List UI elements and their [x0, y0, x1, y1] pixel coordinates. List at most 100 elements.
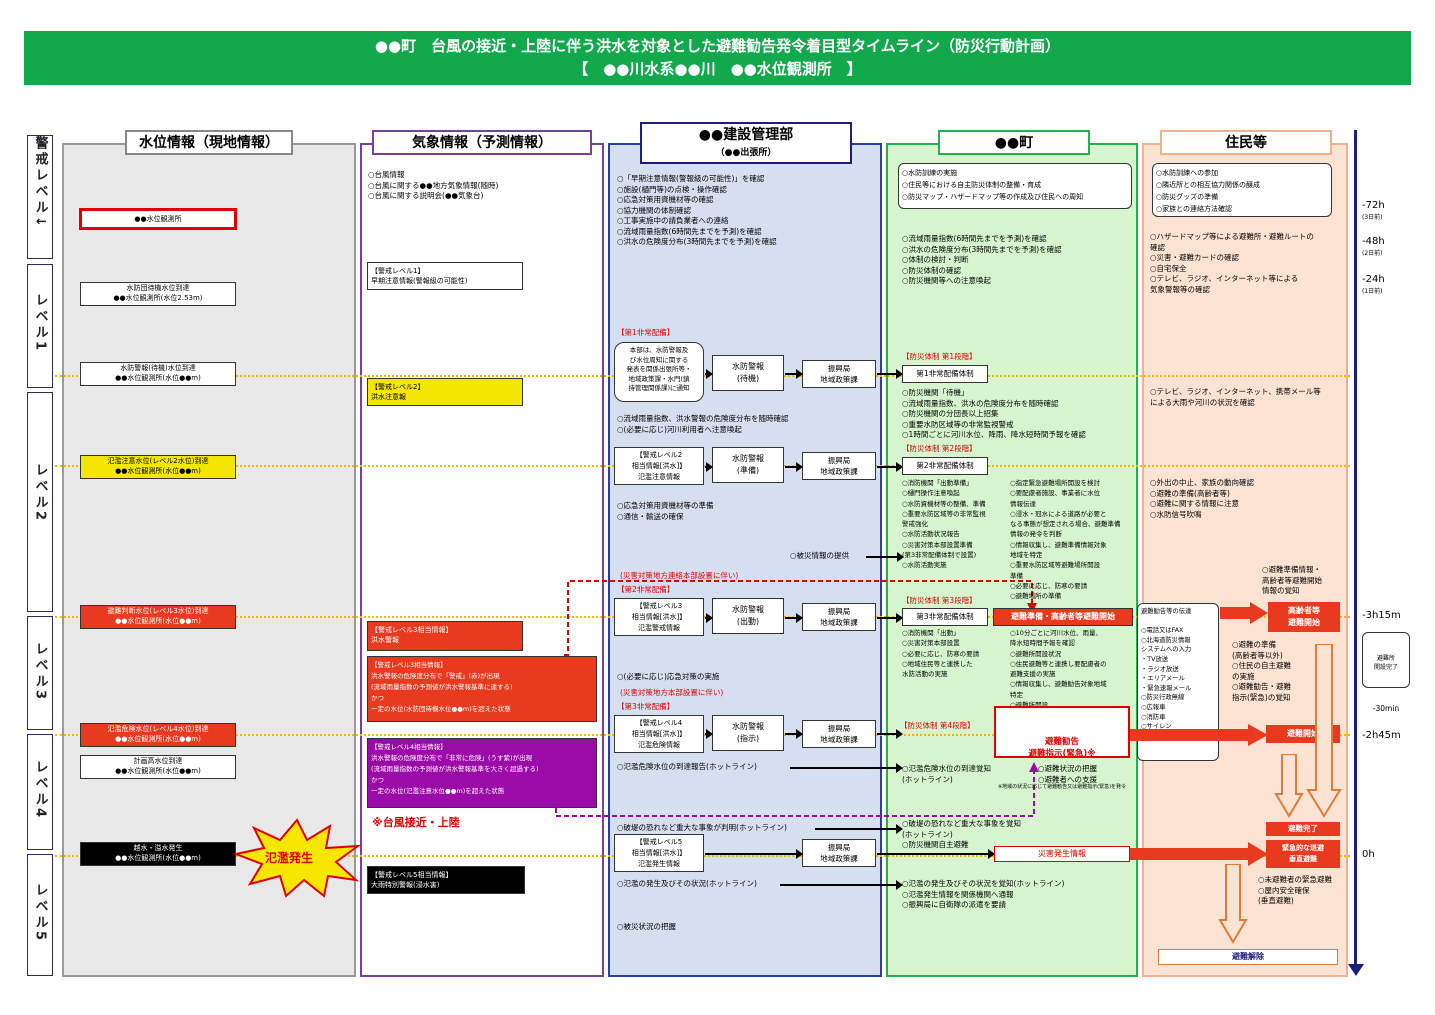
- town-phase2-box: 第2非常配備体制: [902, 457, 988, 475]
- evac-release-box: 避難解除: [1158, 949, 1338, 965]
- water-level-box: 氾濫注意水位(レベル2水位)到達●●水位観測所(水位●●m): [80, 455, 236, 479]
- town-column: [886, 143, 1138, 977]
- flow-arrow: [877, 729, 903, 739]
- residents-level1b-text: ○テレビ、ラジオ、インターネット、携帯メール等 による大雨や河川の状況を確認: [1150, 387, 1321, 407]
- town-level2b-text: ○指定緊急避難場所開設を検討 ○要配慮者施設、事業者に水位 情報伝達 ○浸水・冠…: [1010, 479, 1121, 601]
- hotline-breach-text: ○破堤の恐れなど重大な事象が判明(ホットライン): [617, 823, 787, 832]
- level2-info-box: 【警戒レベル2 相当情報[洪水]】 氾濫注意情報: [614, 447, 704, 485]
- shinkokyoku-box: 振興局 地域政策課: [802, 360, 876, 388]
- typhoon-note: ※台風接近・上陸: [372, 816, 460, 829]
- weather-level2-box: 【警戒レベル2】 洪水注意報: [367, 378, 523, 406]
- level4-info-box: 【警戒レベル4 相当情報[洪水]】 氾濫危険情報: [614, 715, 704, 753]
- time-30min: -30min: [1372, 704, 1400, 713]
- flood-warning-dispatch-box: 水防警報 (出動): [712, 598, 784, 634]
- flow-arrow: [877, 369, 903, 379]
- shinkokyoku-box: 振興局 地域政策課: [802, 720, 876, 748]
- flood-warning-standby-box: 水防警報 (待機): [712, 355, 784, 391]
- town-phase4-label: 【防災体制 第4段階】: [900, 721, 975, 730]
- level-3: レベル3: [27, 616, 53, 730]
- town-level4a-text: ○氾濫危険水位の到達覚知 (ホットライン): [902, 764, 992, 784]
- water-column-title: 水位情報（現地情報）: [125, 130, 293, 155]
- notification-box: 本部は、水防警報及 び水位周知に関する 発表を関係出張所等・ 地域政策課・水門(…: [614, 342, 704, 402]
- water-level-box: 水防団待機水位到達●●水位観測所(水位2.53m): [80, 282, 236, 306]
- third-emergency-label: 【第3非常配備】: [617, 702, 675, 711]
- flow-arrow: [705, 613, 713, 623]
- time-2h45m: -2h45m: [1362, 730, 1401, 741]
- time-24h: -24h(1日前): [1362, 274, 1385, 295]
- page-subtitle: 【 ●●川水系●●川 ●●水位観測所 】: [573, 60, 862, 78]
- water-level-box: 越水・溢水発生●●水位観測所(水位●●m): [80, 842, 236, 866]
- flow-arrow: [785, 369, 803, 379]
- level-keikai: 警戒レベル↓: [27, 135, 53, 259]
- town-level2a-text: ○消防機関「出動準備」 ○樋門操作注意喚起 ○水防資機材等の整備、準備 ○重要水…: [902, 479, 986, 570]
- town-level3a-text: ○消防機関「出動」 ○災害対策本部設置 ○必要に応じ、防寒の要請 ○地域住民等と…: [902, 629, 980, 679]
- shinkokyoku-box: 振興局 地域政策課: [802, 452, 876, 480]
- weather-level4-box: 【警戒レベル4相当情報】 洪水警報の危険度分布で「非常に危険」(うす紫)が出現 …: [367, 738, 597, 808]
- water-level-box: 避難判断水位(レベル3水位)到達●●水位観測所(水位●●m): [80, 605, 236, 629]
- residents-level3-text: ○避難の準備 (高齢者等以外) ○住民の自主避難 の実施 ○避難勧告・避難 指示…: [1232, 640, 1292, 702]
- disaster-hq-label: (災害対策地方本部設置に伴い): [620, 688, 724, 697]
- hotline-flood-text: ○氾濫の発生及びその状況(ホットライン): [617, 879, 757, 888]
- second-emergency-label: 【第2非常配備】: [617, 585, 675, 594]
- shinkokyoku-box: 振興局 地域政策課: [802, 839, 876, 867]
- evac-order-note: ※地域の状況に応じて避難勧告又は避難指示(緊急)を発令: [997, 784, 1127, 790]
- flood-burst-label: 氾濫発生: [265, 851, 314, 865]
- orange-down-arrow: [1306, 644, 1342, 818]
- residents-column-title: 住民等: [1160, 130, 1332, 155]
- flow-arrow: [790, 763, 903, 773]
- level5-info-box: 【警戒レベル5 相当情報[洪水]】 氾濫発生情報: [614, 834, 704, 872]
- flow-arrow: [785, 613, 803, 623]
- water-level-box: 水防警報(待機)水位到達●●水位観測所(水位●●m): [80, 362, 236, 386]
- evac-complete-box: 避難完了: [1266, 822, 1340, 836]
- weather-level1-box: 【警戒レベル1】 早期注意情報(警報級の可能性): [367, 262, 523, 290]
- flood-warning-prepare-box: 水防警報 (準備): [712, 447, 784, 483]
- damage-status-text: ○被災状況の把握: [617, 922, 677, 931]
- disaster-info-text: ○被災情報の提供: [790, 551, 850, 560]
- evac-order-text: 避難勧告 避難指示(緊急)※: [1028, 737, 1096, 759]
- timeline-arrow-head: [1348, 964, 1364, 976]
- level-2: レベル2: [27, 392, 53, 612]
- water-level-box: 計画高水位到達●●水位観測所(水位●●m): [80, 755, 236, 779]
- level-1: レベル1: [27, 264, 53, 388]
- flood-warning-instruct-box: 水防警報 (指示): [712, 715, 784, 751]
- level-4: レベル4: [27, 734, 53, 850]
- page-header: ●●町 台風の接近・上陸に伴う洪水を対象とした避難勧告発令着目型タイムライン（防…: [24, 31, 1411, 85]
- flow-arrow: [705, 369, 713, 379]
- first-emergency-label: 【第1非常配備】: [617, 328, 675, 337]
- flow-arrow: [705, 849, 803, 859]
- town-top-box: ○水防訓練の実施 ○住民等における自主防災体制の整備・育成 ○防災マップ・ハザー…: [898, 163, 1132, 209]
- flow-arrow: [780, 880, 903, 890]
- town-level5-text: ○氾濫の発生及びその状況を覚知(ホットライン) ○氾濫発生情報を関係機関へ通報 …: [902, 879, 1065, 909]
- town-breach-text: ○破堤の恐れなど重大な事象を覚知 (ホットライン) ○防災機関自主避難: [902, 819, 1022, 849]
- weather-level5-box: 【警戒レベル5相当情報】 大雨特別警報(浸水害): [367, 866, 525, 894]
- flow-arrow: [877, 462, 903, 472]
- elderly-evac-box: 高齢者等 避難開始: [1268, 602, 1340, 632]
- emergency-shelter-box: 緊急的な退避 垂直避難: [1266, 840, 1340, 868]
- red-arrow: [1130, 724, 1268, 746]
- evac-order-box: 避難勧告 避難指示(緊急)※ ※地域の状況に応じて避難勧告又は避難指示(緊急)を…: [994, 706, 1130, 790]
- timeline-axis: [1354, 130, 1357, 968]
- hotline-report-text: ○氾濫危険水位の到達報告(ホットライン): [617, 762, 757, 771]
- kensetsu-top-text: ○「早期注意情報(警報級の可能性)」を確認 ○施設(樋門等)の点検・操作確認 ○…: [617, 174, 777, 246]
- kensetsu-mid1-text: ○流域雨量指数、洪水警報の危険度分布を随時確認 ○(必要に応じ)河川利用者へ注意…: [617, 414, 789, 434]
- flood-burst-icon: [232, 818, 362, 898]
- town-phase3-label: 【防災体制 第3段階】: [902, 596, 977, 605]
- town-level3b-text: ○10分ごとに河川水位、雨量、 降水短時間予報を確認 ○避難所開設状況 ○住民避…: [1010, 629, 1107, 709]
- time-0h: 0h: [1362, 849, 1375, 860]
- shelter-open-text: 避難所 開設完了: [1373, 655, 1398, 671]
- weather-level3-box: 【警戒レベル3相当情報】 洪水警報: [367, 621, 523, 651]
- flow-arrow: [866, 552, 904, 562]
- flow-arrow: [877, 613, 903, 623]
- residents-top-box: ○水防訓練への参加 ○隣近所との相互協力関係の醸成 ○防災グッズの準備 ○家族と…: [1152, 163, 1332, 217]
- kensetsu-subtitle: （●●出張所）: [715, 148, 777, 158]
- water-level-box: 氾濫危険水位(レベル4水位)到達●●水位観測所(水位●●m): [80, 723, 236, 747]
- flow-arrow: [815, 824, 903, 834]
- town-phase3-box: 第3非常配備体制: [902, 608, 988, 626]
- station-box: ●●水位観測所: [79, 208, 237, 230]
- red-arrow: [1220, 602, 1268, 624]
- time-72h: -72h(3日前): [1362, 200, 1385, 221]
- flow-arrow: [705, 729, 713, 739]
- kensetsu-column-title: ●●建設管理部 （●●出張所）: [640, 122, 852, 164]
- flow-arrow: [785, 729, 803, 739]
- shelter-open-box: 避難所 開設完了 -30min: [1362, 632, 1410, 713]
